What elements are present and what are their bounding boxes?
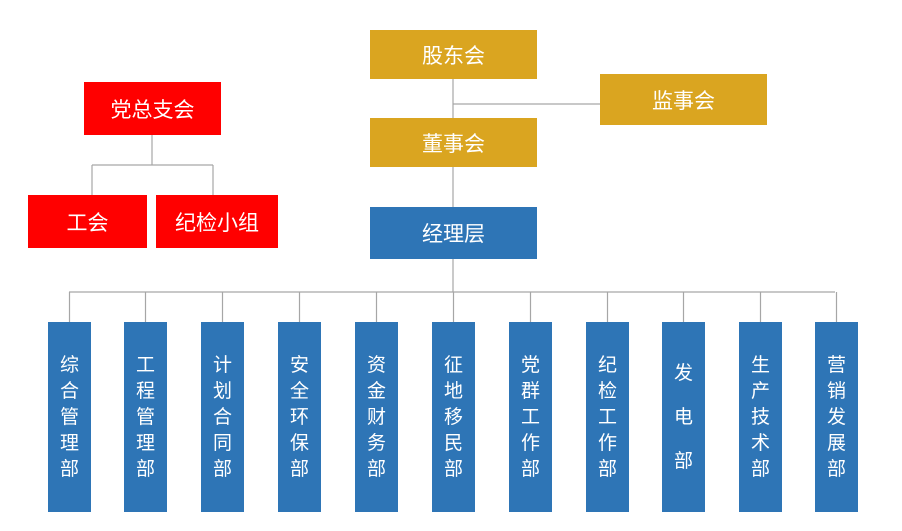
discipline-group-box: 纪检小组 [156, 195, 278, 248]
shareholders-box: 股东会 [370, 30, 537, 79]
department-label-char: 综 [59, 354, 79, 376]
management-box: 经理层 [370, 207, 537, 259]
department-label-char: 环 [289, 406, 309, 428]
board-box: 董事会 [370, 118, 537, 167]
department-label-char: 电 [673, 406, 693, 428]
department-label-char: 地 [443, 380, 463, 402]
discipline-group-label: 纪检小组 [175, 210, 259, 235]
department-label-char: 党 [520, 354, 540, 376]
department-label-char: 部 [366, 458, 386, 480]
department-label-char: 资 [366, 354, 386, 376]
department-box: 综合管理部 [48, 322, 91, 512]
department-label-char: 术 [750, 432, 770, 454]
department-label-char: 理 [135, 432, 155, 454]
department-label-char: 安 [289, 354, 309, 376]
department-label-char: 部 [597, 458, 617, 480]
department-box: 征地移民部 [432, 322, 475, 512]
department-label-char: 展 [826, 432, 846, 454]
department-label-char: 管 [59, 406, 79, 428]
department-label-char: 工 [135, 354, 155, 376]
department-label-char: 发 [826, 406, 846, 428]
department-box: 营销发展部 [815, 322, 858, 512]
department-label-char: 计 [212, 354, 232, 376]
department-label-char: 移 [443, 406, 463, 428]
supervisors-box: 监事会 [600, 74, 767, 125]
department-label-char: 合 [212, 406, 232, 428]
department-label-char: 作 [597, 432, 617, 454]
department-label-char: 部 [212, 458, 232, 480]
department-label-char: 管 [135, 406, 155, 428]
department-box: 工程管理部 [124, 322, 167, 512]
department-label-char: 纪 [597, 354, 617, 376]
department-box: 生产技术部 [739, 322, 782, 512]
department-label-char: 技 [750, 406, 770, 428]
department-label-char: 征 [443, 354, 463, 376]
department-label-char: 务 [366, 432, 386, 454]
department-box: 纪检工作部 [586, 322, 629, 512]
department-label-char: 生 [750, 354, 770, 376]
management-label: 经理层 [422, 222, 485, 246]
department-label-char: 产 [750, 380, 770, 402]
department-box: 发电部 [662, 322, 705, 512]
department-label-char: 营 [826, 354, 846, 376]
department-label-char: 检 [597, 380, 617, 402]
department-label-char: 工 [597, 406, 617, 428]
department-label-char: 民 [443, 432, 463, 454]
union-box: 工会 [28, 195, 147, 248]
department-label-char: 同 [212, 432, 232, 454]
department-label-char: 划 [212, 380, 232, 402]
party-branch-box: 党总支会 [84, 82, 221, 135]
department-label-char: 部 [59, 458, 79, 480]
department-label-char: 发 [673, 362, 693, 384]
department-label-char: 群 [520, 380, 540, 402]
department-label-char: 部 [520, 458, 540, 480]
union-label: 工会 [66, 210, 109, 235]
department-label-char: 工 [520, 406, 540, 428]
department-label-char: 理 [59, 432, 79, 454]
department-label-char: 保 [289, 432, 309, 454]
department-label-char: 部 [673, 450, 693, 472]
department-label-char: 销 [826, 380, 846, 402]
department-label-char: 部 [443, 458, 463, 480]
department-box: 党群工作部 [509, 322, 552, 512]
party-branch-label: 党总支会 [110, 97, 195, 122]
department-label-char: 全 [289, 380, 309, 402]
department-label-char: 部 [135, 458, 155, 480]
department-box: 资金财务部 [355, 322, 398, 512]
department-label-char: 部 [750, 458, 770, 480]
department-label-char: 财 [366, 406, 386, 428]
department-label-char: 合 [59, 380, 79, 402]
department-label-char: 作 [520, 432, 540, 454]
board-label: 董事会 [422, 131, 485, 156]
department-label-char: 程 [135, 380, 155, 402]
supervisors-label: 监事会 [652, 88, 715, 113]
department-label-char: 部 [826, 458, 846, 480]
department-box: 计划合同部 [201, 322, 244, 512]
department-label-char: 部 [289, 458, 309, 480]
shareholders-label: 股东会 [422, 43, 485, 68]
department-box: 安全环保部 [278, 322, 321, 512]
department-label-char: 金 [366, 380, 386, 402]
